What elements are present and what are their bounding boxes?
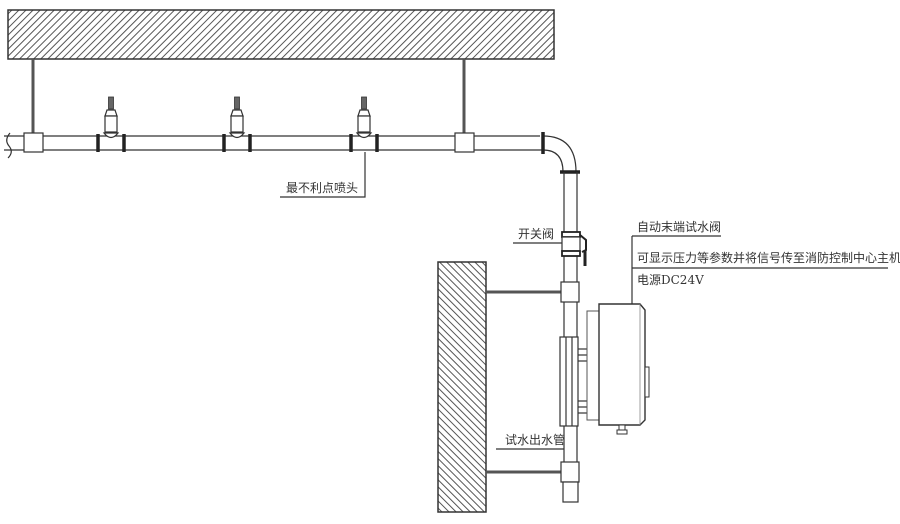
drain-pipe-outlet [562,481,579,503]
tee-joint-2 [222,134,252,152]
pipe-clamp-upper [486,281,580,303]
pipe-coupling-1 [23,132,44,153]
label-most-unfavorable-sprinkler: 最不利点喷头 [286,181,358,195]
sprinkler-head-3-most-unfavorable [355,96,373,139]
auto-end-test-valve-unit [559,303,650,435]
horizontal-main-pipe [4,135,543,151]
pipe-elbow [541,132,580,174]
pipe-coupling-2 [454,132,475,153]
leader-switch-valve: 开关阀 [513,227,562,244]
tee-joint-3 [349,134,379,152]
label-auto-end-test-valve: 自动末端试水阀 [637,219,721,234]
pipe-break-symbol [6,132,12,159]
pipe-clamp-lower [486,461,580,483]
leader-test-drain-pipe: 试水出水管 [496,432,565,450]
leader-most-unfavorable-sprinkler: 最不利点喷头 [280,152,366,198]
label-test-drain-pipe: 试水出水管 [505,432,565,447]
ceiling-slab [7,9,555,60]
sprinkler-head-1 [102,96,120,139]
sprinkler-head-2 [228,96,246,139]
vertical-pipe [563,172,578,500]
switch-valve [561,231,587,266]
tee-joint-1 [96,134,126,152]
wall [437,261,487,513]
label-switch-valve: 开关阀 [518,227,554,241]
leader-auto-end-test-valve: 自动末端试水阀 可显示压力等参数并将信号传至消防控制中心主机 电源DC24V [631,219,900,304]
label-power-supply: 电源DC24V [637,273,704,287]
label-auto-end-test-valve-desc: 可显示压力等参数并将信号传至消防控制中心主机 [637,250,900,265]
